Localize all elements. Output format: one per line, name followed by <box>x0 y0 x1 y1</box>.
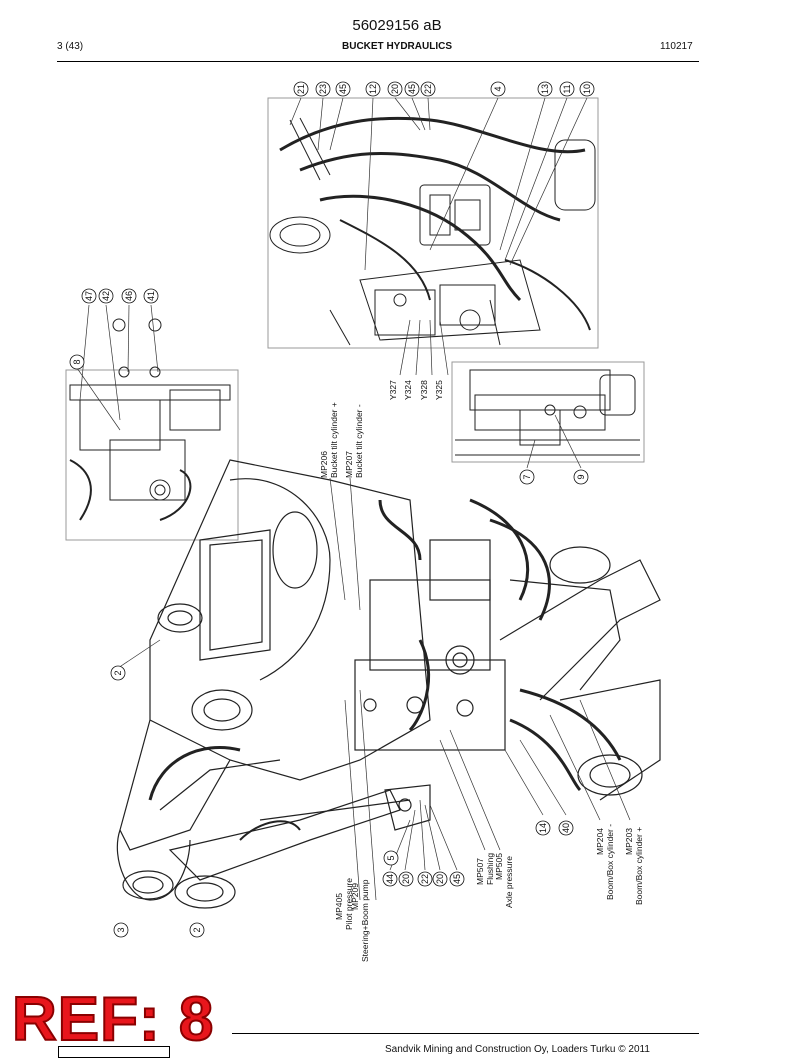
svg-text:4: 4 <box>493 86 503 91</box>
mp206-desc: Bucket tilt cylinder + <box>329 402 339 478</box>
callout-2: 2 <box>189 922 205 938</box>
svg-text:5: 5 <box>386 855 396 860</box>
mp206-code: MP206 <box>319 451 329 478</box>
header-rule <box>57 61 699 62</box>
svg-text:7: 7 <box>522 474 532 479</box>
svg-text:13: 13 <box>540 84 550 94</box>
svg-text:45: 45 <box>452 874 462 884</box>
valve-detail-view <box>451 361 645 463</box>
mp505-code: MP505 <box>494 853 504 880</box>
svg-text:8: 8 <box>72 359 82 364</box>
footer-rule <box>232 1033 699 1034</box>
callout-20: 20 <box>398 871 414 887</box>
solenoid-labels: Y327 Y324 Y328 Y325 <box>388 380 444 400</box>
svg-text:22: 22 <box>423 84 433 94</box>
callout-7: 7 <box>519 469 535 485</box>
svg-text:22: 22 <box>420 874 430 884</box>
callout-5: 5 <box>383 850 399 866</box>
callout-22: 22 <box>420 81 436 97</box>
mp207-desc: Bucket tilt cylinder - <box>354 404 364 478</box>
callout-3: 3 <box>113 922 129 938</box>
solenoid-y324: Y324 <box>403 380 413 400</box>
mp507-desc: Flushing <box>485 853 495 885</box>
svg-text:12: 12 <box>368 84 378 94</box>
date-code: 110217 <box>660 41 693 52</box>
section-title: BUCKET HYDRAULICS <box>342 41 452 52</box>
callout-45: 45 <box>404 81 420 97</box>
svg-text:40: 40 <box>561 823 571 833</box>
mp203-desc: Boom/Box cylinder + <box>634 827 644 905</box>
svg-text:20: 20 <box>401 874 411 884</box>
callout-2: 2 <box>110 665 126 681</box>
mp209-desc: Steering+Boom pump <box>360 879 370 962</box>
callout-21: 21 <box>293 81 309 97</box>
ref-stamp: REF: 8 <box>11 984 215 1055</box>
mp405-desc: Pilot pressure <box>344 878 354 930</box>
callout-14: 14 <box>535 820 551 836</box>
callout-47: 47 <box>81 288 97 304</box>
mp203-code: MP203 <box>624 828 634 855</box>
svg-text:23: 23 <box>318 84 328 94</box>
solenoid-y325: Y325 <box>434 380 444 400</box>
callout-22: 22 <box>417 871 433 887</box>
callout-23: 23 <box>315 81 331 97</box>
svg-text:21: 21 <box>296 84 306 94</box>
mp207-code: MP207 <box>344 451 354 478</box>
callout-42: 42 <box>98 288 114 304</box>
mp204-code: MP204 <box>595 828 605 855</box>
callout-4: 4 <box>490 81 506 97</box>
svg-text:47: 47 <box>84 291 94 301</box>
callout-11: 11 <box>559 81 575 97</box>
solenoid-y328: Y328 <box>419 380 429 400</box>
svg-text:42: 42 <box>101 291 111 301</box>
callout-46: 46 <box>121 288 137 304</box>
svg-text:11: 11 <box>562 84 572 93</box>
callout-13: 13 <box>537 81 553 97</box>
callout-8: 8 <box>69 354 85 370</box>
measure-point-labels: MP206 Bucket tilt cylinder + MP207 Bucke… <box>319 402 644 962</box>
mp209-code: MP209 <box>350 883 360 910</box>
top-detail-view <box>267 97 599 349</box>
callout-10: 10 <box>579 81 595 97</box>
callout-44: 44 <box>382 871 398 887</box>
svg-text:45: 45 <box>407 84 417 94</box>
svg-text:2: 2 <box>192 927 202 932</box>
callout-45: 45 <box>449 871 465 887</box>
svg-text:20: 20 <box>390 84 400 94</box>
mp505-desc: Axle pressure <box>504 856 514 908</box>
callout-12: 12 <box>365 81 381 97</box>
svg-text:46: 46 <box>124 291 134 301</box>
mp204-desc: Boom/Box cylinder - <box>605 824 615 900</box>
callout-45: 45 <box>335 81 351 97</box>
svg-text:41: 41 <box>146 291 156 301</box>
callout-group: 21 23 45 12 20 45 22 4 13 11 10 47 42 46… <box>69 81 595 938</box>
page-counter: 3 (43) <box>57 41 84 52</box>
svg-text:14: 14 <box>538 823 548 833</box>
callout-9: 9 <box>573 469 589 485</box>
left-detail-view <box>65 318 239 541</box>
svg-text:20: 20 <box>435 874 445 884</box>
mp507-code: MP507 <box>475 858 485 885</box>
leader-lines <box>76 97 631 901</box>
svg-text:2: 2 <box>113 670 123 675</box>
solenoid-y327: Y327 <box>388 380 398 400</box>
callout-40: 40 <box>558 820 574 836</box>
svg-text:3: 3 <box>116 927 126 932</box>
svg-text:9: 9 <box>576 474 586 479</box>
document-number: 56029156 aB <box>352 17 442 34</box>
callout-41: 41 <box>143 288 159 304</box>
svg-text:44: 44 <box>385 874 395 884</box>
footer-copyright: Sandvik Mining and Construction Oy, Load… <box>385 1044 650 1055</box>
main-frame-view <box>116 459 661 909</box>
svg-text:10: 10 <box>582 84 592 94</box>
callout-20: 20 <box>432 871 448 887</box>
svg-text:45: 45 <box>338 84 348 94</box>
mp405-code: MP405 <box>334 893 344 920</box>
callout-20: 20 <box>387 81 403 97</box>
